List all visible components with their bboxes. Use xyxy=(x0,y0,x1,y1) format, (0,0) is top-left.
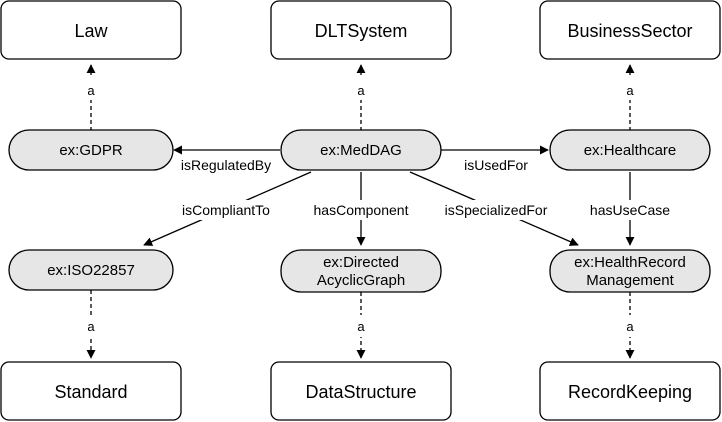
svg-text:ex:HealthRecord: ex:HealthRecord xyxy=(574,254,686,271)
node-datastructure: DataStructure xyxy=(270,361,452,421)
node-recordkeeping: RecordKeeping xyxy=(539,361,721,421)
svg-text:Law: Law xyxy=(74,21,108,41)
svg-text:ex:ISO22857: ex:ISO22857 xyxy=(47,262,135,279)
label-has-use-case: hasUseCase xyxy=(590,202,670,218)
node-iso22857: ex:ISO22857 xyxy=(8,249,174,291)
svg-text:ex:Healthcare: ex:Healthcare xyxy=(584,142,677,159)
node-health-record-management: ex:HealthRecord Management xyxy=(549,249,711,293)
node-businesssector: BusinessSector xyxy=(539,0,721,60)
node-dltsystem: DLTSystem xyxy=(270,0,452,60)
type-label: a xyxy=(357,319,365,334)
type-label: a xyxy=(626,83,634,98)
type-label: a xyxy=(357,83,365,98)
node-law: Law xyxy=(0,0,182,60)
node-gdpr: ex:GDPR xyxy=(8,129,174,171)
type-label: a xyxy=(626,319,634,334)
label-is-regulated-by: isRegulatedBy xyxy=(181,157,271,173)
type-label: a xyxy=(87,83,95,98)
label-is-used-for: isUsedFor xyxy=(464,157,528,173)
label-is-compliant-to: isCompliantTo xyxy=(182,202,270,218)
node-meddag: ex:MedDAG xyxy=(280,129,442,171)
svg-text:AcyclicGraph: AcyclicGraph xyxy=(317,272,405,289)
svg-text:DataStructure: DataStructure xyxy=(305,382,416,402)
type-label: a xyxy=(87,319,95,334)
svg-text:ex:MedDAG: ex:MedDAG xyxy=(320,142,402,159)
edge-labels: a a a a a a isRegulatedBy isUsedFor isCo… xyxy=(84,78,678,337)
svg-text:BusinessSector: BusinessSector xyxy=(567,21,692,41)
label-is-specialized-for: isSpecializedFor xyxy=(445,202,548,218)
svg-text:ex:GDPR: ex:GDPR xyxy=(59,142,123,159)
node-directed-acyclic-graph: ex:Directed AcyclicGraph xyxy=(280,249,442,293)
node-healthcare: ex:Healthcare xyxy=(549,129,711,171)
svg-text:ex:Directed: ex:Directed xyxy=(323,254,399,271)
svg-text:Standard: Standard xyxy=(54,382,127,402)
svg-text:DLTSystem: DLTSystem xyxy=(315,21,408,41)
label-has-component: hasComponent xyxy=(314,202,409,218)
node-standard: Standard xyxy=(0,361,182,421)
instance-nodes: ex:GDPR ex:MedDAG ex:Healthcare ex:ISO22… xyxy=(8,129,711,293)
type-edges xyxy=(86,64,635,359)
svg-text:Management: Management xyxy=(586,272,674,289)
svg-text:RecordKeeping: RecordKeeping xyxy=(568,382,692,402)
